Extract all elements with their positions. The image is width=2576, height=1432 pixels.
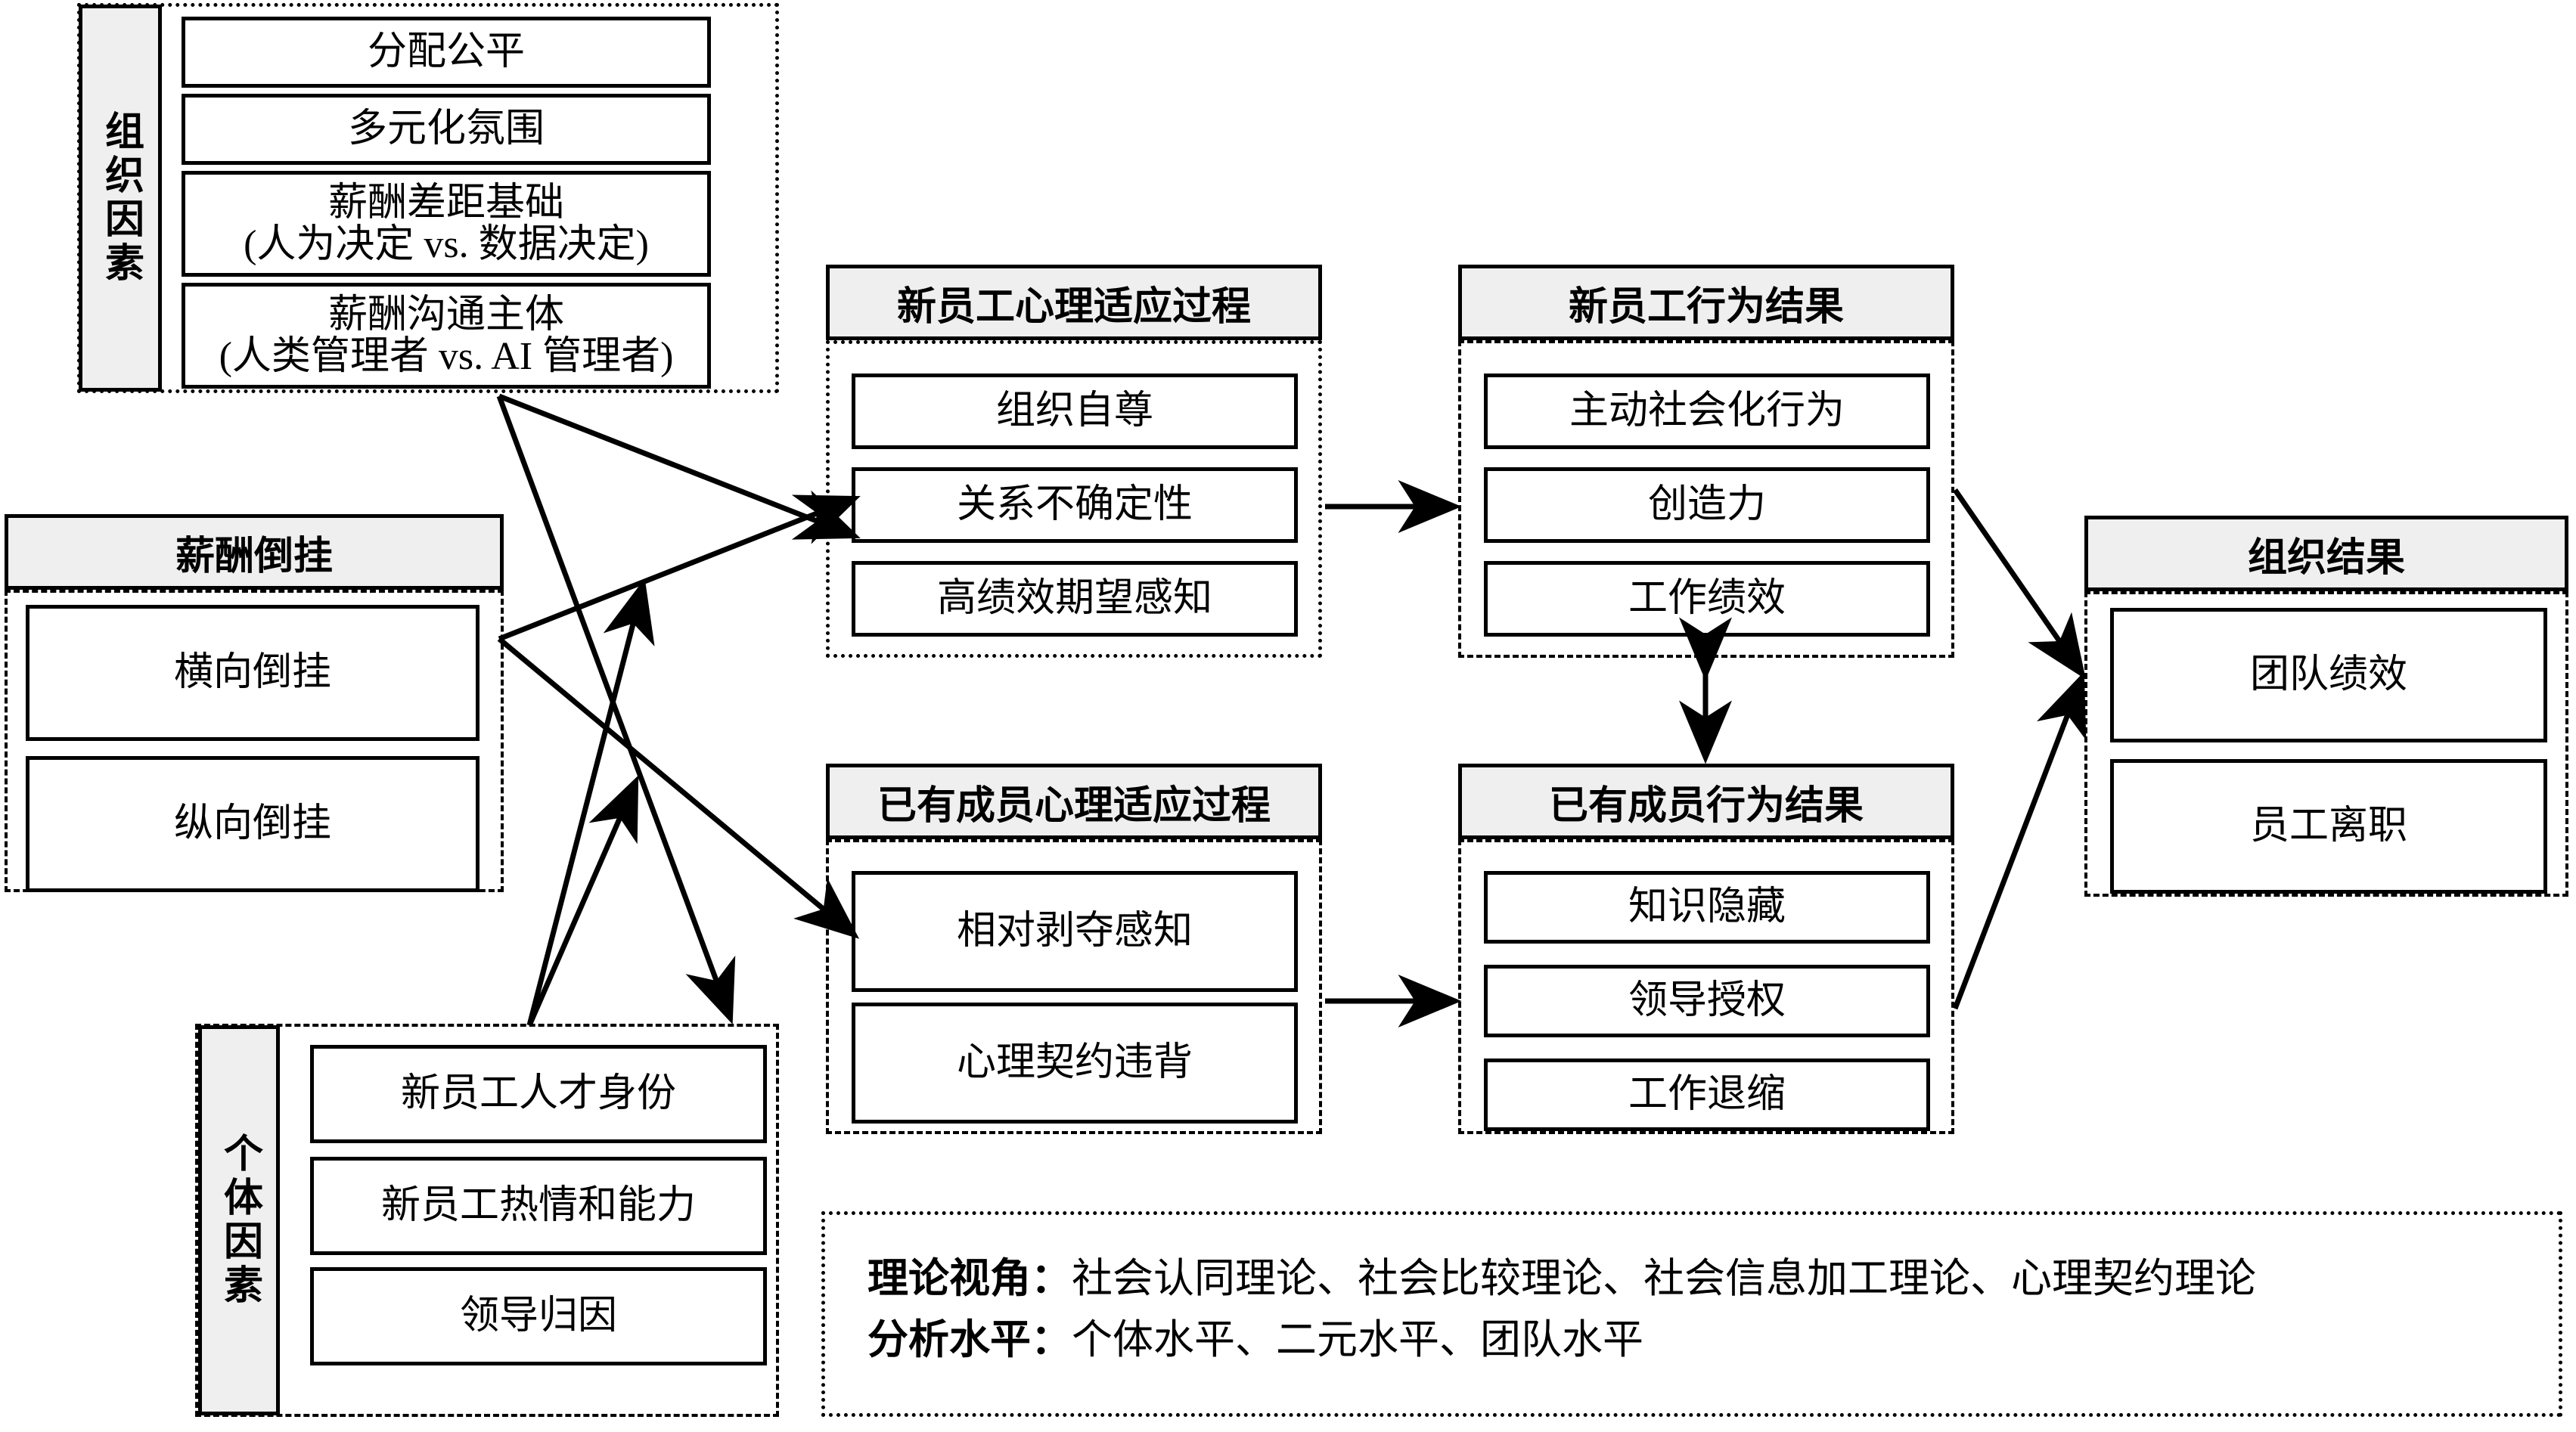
arrow-individualfactors-to-incumbent-psych bbox=[526, 775, 639, 1027]
org-outcomes-group bbox=[2084, 591, 2568, 897]
org-factor-box-4: 薪酬沟通主体 (人类管理者 vs. AI 管理者) bbox=[182, 283, 711, 389]
incumbent-psych-header: 已有成员心理适应过程 bbox=[826, 764, 1322, 839]
org-factor-box-3-line2: (人为决定 vs. 数据决定) bbox=[244, 223, 649, 266]
arrow-orgfactors-to-incumbent-psych bbox=[496, 395, 736, 1024]
arrow-incumbent-behavior-to-org-outcomes bbox=[1952, 671, 2087, 1010]
footnote-line-1: 理论视角：社会认同理论、社会比较理论、社会信息加工理论、心理契约理论 bbox=[867, 1248, 2521, 1310]
org-factor-box-1: 分配公平 bbox=[182, 17, 711, 88]
arrow-newcomer-behavior-to-org-outcomes bbox=[1953, 488, 2086, 680]
org-outcomes-header: 组织结果 bbox=[2084, 516, 2568, 591]
individual-factors-group bbox=[195, 1024, 779, 1417]
org-factor-box-3: 薪酬差距基础 (人为决定 vs. 数据决定) bbox=[182, 171, 711, 277]
pay-inversion-header: 薪酬倒挂 bbox=[5, 514, 504, 590]
arrow-payinversion-to-incumbent-psych bbox=[497, 637, 860, 939]
individual-factor-box-1: 新员工人才身份 bbox=[310, 1045, 767, 1143]
arrow-orgfactors-to-newcomer-psych bbox=[498, 393, 861, 540]
newcomer-behavior-header: 新员工行为结果 bbox=[1458, 265, 1954, 340]
footnote-box: 理论视角：社会认同理论、社会比较理论、社会信息加工理论、心理契约理论 分析水平：… bbox=[821, 1211, 2562, 1417]
arrow-individualfactors-to-newcomer-psych bbox=[526, 578, 655, 1026]
org-factor-box-4-line2: (人类管理者 vs. AI 管理者) bbox=[219, 335, 674, 378]
pay-inversion-box-2: 纵向倒挂 bbox=[26, 756, 480, 892]
newcomer-psych-box-2: 关系不确定性 bbox=[852, 467, 1298, 543]
newcomer-psych-header: 新员工心理适应过程 bbox=[826, 265, 1322, 340]
individual-factors-side-label: 个体因素 bbox=[198, 1025, 280, 1415]
org-factor-box-4-line1: 薪酬沟通主体 bbox=[327, 293, 564, 336]
individual-factor-box-2: 新员工热情和能力 bbox=[310, 1157, 767, 1255]
incumbent-behavior-box-2: 领导授权 bbox=[1484, 965, 1930, 1037]
incumbent-behavior-box-1: 知识隐藏 bbox=[1484, 871, 1930, 944]
incumbent-behavior-box-3: 工作退缩 bbox=[1484, 1059, 1930, 1131]
org-factor-box-2: 多元化氛围 bbox=[182, 94, 711, 165]
incumbent-behavior-header: 已有成员行为结果 bbox=[1458, 764, 1954, 839]
org-factors-side-label: 组织因素 bbox=[79, 5, 162, 392]
org-factor-box-3-line1: 薪酬差距基础 bbox=[327, 181, 564, 225]
newcomer-psych-box-1: 组织自尊 bbox=[852, 373, 1298, 449]
arrow-payinversion-to-newcomer-psych bbox=[498, 494, 861, 642]
incumbent-psych-group bbox=[826, 839, 1322, 1134]
individual-factor-box-3: 领导归因 bbox=[310, 1267, 767, 1365]
newcomer-behavior-box-2: 创造力 bbox=[1484, 467, 1930, 543]
footnote-line-2: 分析水平：个体水平、二元水平、团队水平 bbox=[867, 1310, 2521, 1371]
footnote-line-2-label: 分析水平： bbox=[867, 1317, 1072, 1362]
newcomer-behavior-box-3: 工作绩效 bbox=[1484, 561, 1930, 637]
pay-inversion-box-1: 横向倒挂 bbox=[26, 605, 480, 741]
incumbent-psych-box-1: 相对剥夺感知 bbox=[852, 871, 1298, 992]
footnote-line-2-value: 个体水平、二元水平、团队水平 bbox=[1072, 1317, 1643, 1362]
org-outcome-box-2: 员工离职 bbox=[2110, 759, 2547, 894]
newcomer-behavior-box-1: 主动社会化行为 bbox=[1484, 373, 1930, 449]
org-outcome-box-1: 团队绩效 bbox=[2110, 608, 2547, 742]
newcomer-psych-box-3: 高绩效期望感知 bbox=[852, 561, 1298, 637]
footnote-line-1-label: 理论视角： bbox=[867, 1256, 1072, 1301]
footnote-line-1-value: 社会认同理论、社会比较理论、社会信息加工理论、心理契约理论 bbox=[1072, 1256, 2256, 1301]
incumbent-psych-box-2: 心理契约违背 bbox=[852, 1003, 1298, 1124]
